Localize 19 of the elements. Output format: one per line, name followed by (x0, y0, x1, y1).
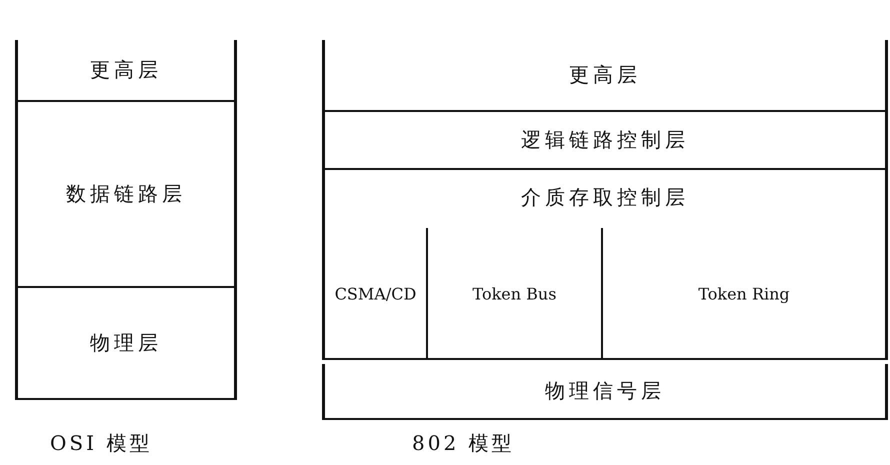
layer-box (15, 40, 237, 102)
layer-box (15, 288, 237, 400)
layer-box (322, 364, 888, 420)
layer-label: 更高层 (89, 56, 163, 84)
layer-label: 物理信号层 (544, 378, 666, 404)
layer-box (322, 40, 888, 112)
model-caption: 802 模型 (412, 430, 515, 457)
layer-label: 物理层 (89, 330, 163, 356)
layer-box (322, 112, 888, 170)
layer-label: Token Bus (472, 284, 558, 304)
layer-box (322, 170, 888, 360)
layer-label: 更高层 (568, 62, 642, 88)
layer-label: 逻辑链路控制层 (520, 126, 690, 154)
layer-heading: 介质存取控制层 (520, 184, 690, 211)
layer-box (15, 102, 237, 288)
layer-label: Token Ring (697, 284, 791, 304)
layer-label: CSMA/CD (334, 284, 418, 304)
model-caption: OSI 模型 (50, 430, 152, 457)
layer-label: 数据链路层 (65, 180, 187, 208)
